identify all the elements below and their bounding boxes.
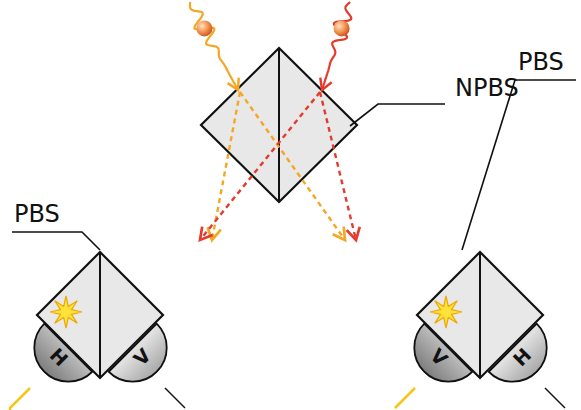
npbs-cube xyxy=(201,48,357,202)
signal-wire xyxy=(10,388,30,410)
orange-transmitted-path xyxy=(240,92,345,240)
pbs-interface xyxy=(479,252,481,378)
pbs-leader xyxy=(12,232,100,250)
red-transmitted-path xyxy=(200,92,320,240)
photon-wave-packet xyxy=(322,2,351,90)
detection-flash xyxy=(430,296,462,328)
photon xyxy=(334,20,350,36)
signal-wire xyxy=(545,388,565,408)
signal-wire xyxy=(395,388,415,408)
photon-wave-packet xyxy=(190,2,238,90)
photon xyxy=(196,20,212,36)
pbs-leader xyxy=(462,80,576,250)
npbs-interface xyxy=(278,48,280,202)
red-reflected-path xyxy=(320,92,356,240)
detection-flash xyxy=(50,296,82,328)
signal-wire xyxy=(165,388,185,408)
npbs-leader xyxy=(350,104,445,126)
orange-reflected-path xyxy=(212,92,240,240)
component-label: NPBS xyxy=(455,76,519,100)
component-label: PBS xyxy=(14,202,60,226)
pbs-interface xyxy=(99,252,101,378)
component-label: PBS xyxy=(518,50,564,74)
